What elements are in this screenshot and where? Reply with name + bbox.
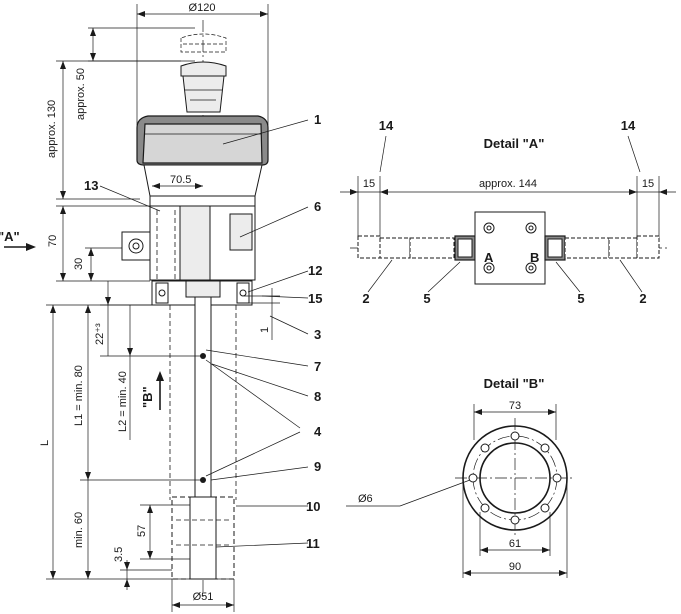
min60-label: min. 60: [73, 512, 85, 548]
detail-b-d73: 73: [509, 400, 521, 412]
callout-1: 1: [314, 112, 321, 127]
d1-label: 1: [259, 327, 271, 333]
callout-9: 9: [314, 459, 321, 474]
dia51-label: Ø51: [193, 591, 214, 603]
dimension-approx50: approx. 50: [75, 27, 195, 120]
detail-a-callout-14-left: 14: [379, 118, 394, 133]
d70-5-label: 70.5: [170, 174, 191, 186]
approx50-label: approx. 50: [75, 68, 87, 120]
callout-15: 15: [308, 291, 322, 306]
view-b-arrow: "B": [140, 371, 164, 410]
detail-a-callout-5-right: 5: [577, 291, 584, 306]
dimension-approx130: approx. 130: [46, 60, 181, 200]
callout-13: 13: [84, 178, 98, 193]
bolt-hole: [480, 443, 490, 453]
detail-a: Detail "A" 14 14 15 approx. 144 15: [340, 118, 676, 306]
right-fitting: [544, 235, 660, 261]
dimension-70-5: 70.5: [152, 174, 203, 189]
callout-labels: 1 13 6 12 15 3 7 8 4 9 10 11: [84, 112, 322, 551]
dimension-l2: L2 = min. 40: [100, 305, 203, 440]
d22-label: 22⁺³: [94, 323, 106, 345]
dimension-57: 57: [136, 504, 190, 560]
port-b-label: B: [530, 250, 539, 265]
d30-label: 30: [73, 258, 85, 270]
callout-3: 3: [314, 327, 321, 342]
bolt-hole: [510, 431, 520, 441]
float: [171, 496, 235, 580]
detail-a-callout-2-left: 2: [362, 291, 369, 306]
main-view: Ø120 approx. 50: [0, 2, 322, 612]
pushbutton-cap: [180, 61, 227, 113]
valve-block: [149, 205, 256, 281]
d70-label: 70: [47, 235, 59, 247]
lower-housing: [143, 164, 263, 207]
protective-tube: [169, 305, 237, 500]
callout-11: 11: [306, 536, 320, 551]
raised-button-outline: [180, 33, 227, 53]
approx130-label: approx. 130: [46, 100, 58, 158]
dimension-30: 30: [73, 247, 122, 281]
d3-5-label: 3.5: [113, 547, 125, 562]
detail-b-d90: 90: [509, 561, 521, 573]
dia120-label: Ø120: [189, 2, 216, 14]
view-a-arrow: "A": [0, 229, 36, 251]
port-a-label: A: [484, 250, 494, 265]
callout-4: 4: [314, 424, 322, 439]
dimension-l: L: [39, 304, 152, 579]
bolt-hole: [552, 473, 562, 483]
callout-8: 8: [314, 389, 321, 404]
l2-label: L2 = min. 40: [117, 371, 129, 432]
detail-b-title: Detail "B": [484, 376, 545, 391]
detail-a-approx144: approx. 144: [479, 178, 537, 190]
detail-a-right15: 15: [642, 178, 654, 190]
bolt-hole: [468, 473, 478, 483]
detail-a-callout-2-right: 2: [639, 291, 646, 306]
detail-a-left15: 15: [363, 178, 375, 190]
dimension-1: 1: [244, 288, 280, 340]
view-b-label: "B": [140, 386, 155, 408]
dimension-dia51: Ø51: [171, 579, 235, 612]
detail-b: Detail "B" 73 Ø6 61: [346, 376, 575, 578]
dimension-dia120: Ø120: [136, 2, 269, 125]
side-port: [121, 231, 151, 261]
dimension-3-5: 3.5: [113, 547, 172, 590]
detail-a-title: Detail "A": [484, 136, 545, 151]
bolt-hole: [480, 503, 490, 513]
bolt-hole: [540, 503, 550, 513]
left-fitting: [357, 235, 476, 261]
callout-12: 12: [308, 263, 322, 278]
shaft: [194, 296, 212, 498]
detail-b-dia6: Ø6: [358, 493, 373, 505]
detail-b-d61: 61: [509, 538, 521, 550]
bolt-hole: [540, 443, 550, 453]
bolt-hole: [510, 515, 520, 525]
detail-a-callout-14-right: 14: [621, 118, 636, 133]
callout-10: 10: [306, 499, 320, 514]
dimension-70: 70: [47, 205, 150, 282]
view-a-label: "A": [0, 229, 20, 244]
dimension-min60: min. 60: [73, 480, 91, 579]
l-label: L: [39, 440, 51, 446]
callout-6: 6: [314, 199, 321, 214]
top-housing: [136, 115, 269, 166]
callout-7: 7: [314, 359, 321, 374]
dimension-l1: L1 = min. 80: [73, 305, 203, 481]
l1-label: L1 = min. 80: [73, 365, 85, 426]
detail-a-callout-5-left: 5: [423, 291, 430, 306]
callout-leaders: [99, 119, 309, 548]
d57-label: 57: [136, 525, 148, 537]
dimension-22: 22⁺³: [94, 281, 152, 356]
valve-body: A B: [474, 211, 546, 285]
